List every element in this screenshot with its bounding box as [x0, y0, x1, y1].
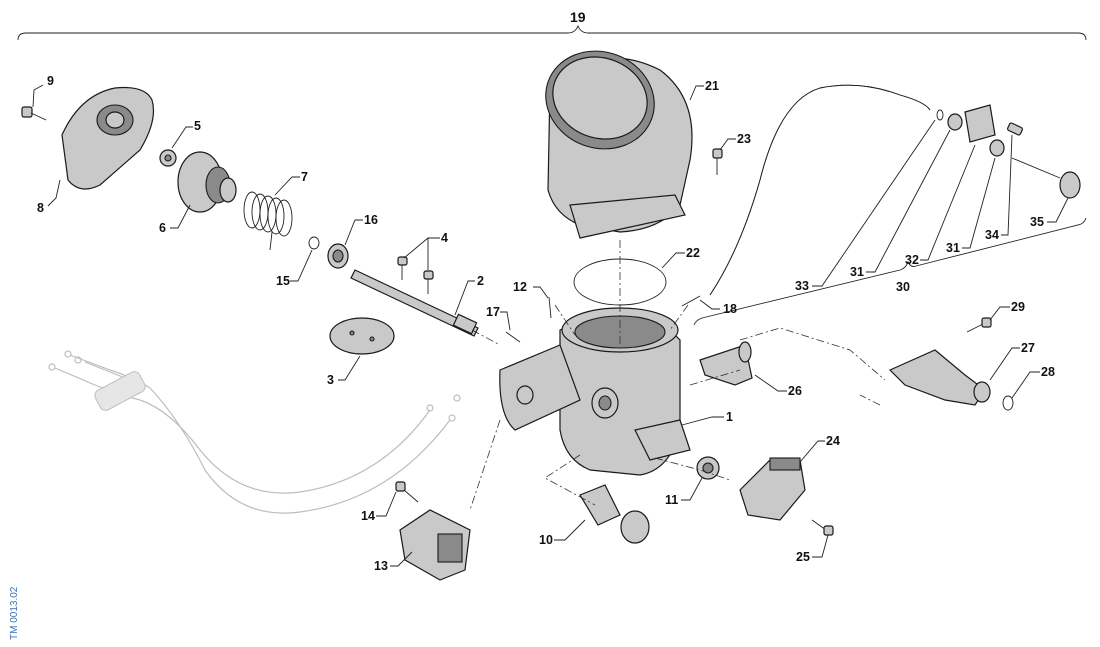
callout-26: 26 [788, 384, 802, 398]
reference-code: TM 0013.02 [9, 586, 20, 640]
callout-30: 30 [896, 280, 910, 294]
callout-15: 15 [276, 274, 290, 288]
callout-31-right: 31 [946, 241, 960, 255]
callout-31-left: 31 [850, 265, 864, 279]
callout-8: 8 [37, 201, 44, 215]
callout-12: 12 [513, 280, 527, 294]
callout-10: 10 [539, 533, 553, 547]
callout-3: 3 [327, 373, 334, 387]
part-5-bushing [159, 149, 177, 167]
callout-28: 28 [1041, 365, 1055, 379]
part-8-cover [61, 86, 155, 190]
callout-5: 5 [194, 119, 201, 133]
part-29-screw [966, 317, 992, 333]
callout-14: 14 [361, 509, 375, 523]
callout-16: 16 [364, 213, 378, 227]
callout-27: 27 [1021, 341, 1035, 355]
callout-18: 18 [723, 302, 737, 316]
part-11-bushing [696, 456, 720, 480]
callout-13: 13 [374, 559, 388, 573]
callout-24: 24 [826, 434, 840, 448]
part-23-screw [712, 148, 723, 175]
part-35-knob [1011, 157, 1081, 199]
part-7-spring [243, 191, 293, 251]
callout-33: 33 [795, 279, 809, 293]
part-33-hose [709, 84, 931, 296]
part-10-valve [579, 484, 650, 544]
callout-34: 34 [985, 228, 999, 242]
part-4-screws [397, 256, 434, 294]
part-13-sensor [399, 509, 471, 581]
group-bracket-30 [693, 217, 1087, 326]
part-9-screw [21, 106, 47, 121]
part-18-spring [681, 295, 701, 307]
part-3-throttle-plate [329, 317, 395, 355]
callout-17: 17 [486, 305, 500, 319]
part-32-bracket [964, 104, 996, 143]
part-31-washer [936, 109, 963, 131]
throttle-cables [48, 350, 461, 514]
part-22-o-ring [573, 258, 667, 306]
callout-11: 11 [665, 493, 678, 507]
part-27-fitting [888, 349, 991, 406]
part-17-screw [505, 331, 521, 343]
part-12-screw [548, 296, 552, 319]
part-1-throttle-body [499, 307, 691, 476]
callout-32: 32 [905, 253, 919, 267]
part-14-screw [395, 481, 419, 503]
callout-2: 2 [477, 274, 484, 288]
callout-7: 7 [301, 170, 308, 184]
callout-4: 4 [441, 231, 448, 245]
callout-21: 21 [705, 79, 719, 93]
callout-35: 35 [1030, 215, 1044, 229]
callout-23: 23 [737, 132, 751, 146]
part-16-bearing [327, 243, 349, 269]
callout-9: 9 [47, 74, 54, 88]
part-25-screw [811, 519, 834, 536]
callout-29: 29 [1011, 300, 1025, 314]
part-21-intake-duct [545, 50, 693, 239]
callout-22: 22 [686, 246, 700, 260]
callout-25: 25 [796, 550, 810, 564]
part-26-fitting [699, 341, 753, 386]
callout-labels: 9 8 5 6 7 15 16 4 2 3 12 17 18 22 21 23 … [37, 74, 1055, 573]
part-34-screw [1007, 122, 1023, 136]
part-2-shaft [350, 269, 479, 337]
leader-lines [32, 84, 1069, 567]
callout-6: 6 [159, 221, 166, 235]
part-24-sensor [739, 457, 806, 521]
part-28-o-ring [1002, 395, 1014, 411]
part-6-pulley [177, 151, 237, 213]
callout-19: 19 [570, 9, 586, 25]
group-bracket-19 [17, 24, 1087, 41]
part-31b-washer [989, 139, 1005, 157]
assembly-lines [469, 240, 886, 511]
callout-1: 1 [726, 410, 733, 424]
part-15-circlip [308, 236, 320, 250]
